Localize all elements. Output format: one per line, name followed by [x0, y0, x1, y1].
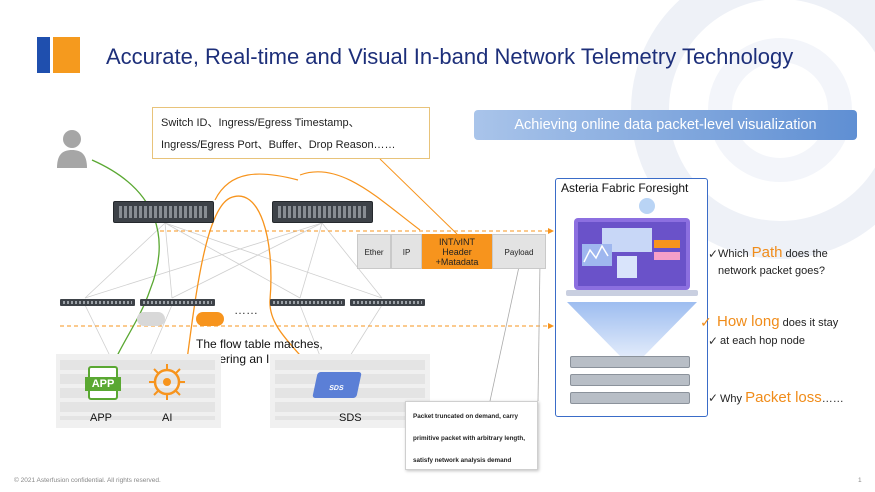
packet-payload: Payload [492, 234, 546, 269]
leaf-switch-1 [60, 299, 135, 306]
ai-chip-icon [149, 364, 185, 400]
footer-copyright: © 2021 Asterfusion confidential. All rig… [14, 477, 161, 484]
callout-line-1: Switch ID、Ingress/Egress Timestamp、 [161, 117, 360, 129]
spine-switch-2 [272, 201, 373, 223]
question-path: Which Path does the network packet goes? [718, 244, 828, 277]
user-icon [57, 130, 87, 168]
sds-label: SDS [339, 412, 362, 424]
monitor-dashboard-icon [566, 198, 698, 296]
visualization-banner: Achieving online data packet-level visua… [474, 110, 857, 140]
logo-block-blue [37, 37, 50, 73]
page-title: Accurate, Real-time and Visual In-band N… [106, 44, 794, 69]
toggle-off-icon [137, 312, 165, 326]
rack-stripes-left [60, 360, 215, 420]
app-label: APP [90, 412, 113, 424]
leaf-switch-3 [270, 299, 345, 306]
ellipsis-text: …… [234, 303, 258, 317]
foresight-panel-title: Asteria Fabric Foresight [561, 181, 689, 195]
check-icon-2: ✓ [700, 314, 712, 330]
check-icon-3: ✓ [708, 334, 719, 348]
truncation-note: Packet truncated on demand, carry primit… [405, 401, 538, 470]
server-unit-1 [570, 356, 690, 368]
packet-ether: Ether [357, 234, 391, 269]
spine-switch-1 [113, 201, 214, 223]
question-how-long: How long does it stay [717, 313, 839, 330]
logo-block-orange [53, 37, 80, 73]
sds-storage-icon: SDS [312, 372, 362, 398]
packet-ip: IP [391, 234, 422, 269]
ai-label: AI [162, 412, 173, 424]
leaf-switch-2 [140, 299, 215, 306]
app-icon: APP [85, 366, 121, 400]
leaf-switch-4 [350, 299, 425, 306]
projection-beam [567, 302, 697, 358]
toggle-on-icon [196, 312, 224, 326]
check-icon-1: ✓ [708, 247, 719, 261]
check-icon-4: ✓ [708, 391, 719, 405]
question-packet-loss: Why Packet loss…… [720, 389, 844, 406]
question-hop-node: at each hop node [720, 335, 806, 347]
server-unit-2 [570, 374, 690, 386]
page-number: 1 [858, 477, 862, 484]
server-unit-3 [570, 392, 690, 404]
telemetry-fields-callout: Switch ID、Ingress/Egress Timestamp、 Ingr… [152, 107, 430, 159]
packet-int-header: INT/vINT Header +Matadata [422, 234, 492, 269]
callout-line-2: Ingress/Egress Port、Buffer、Drop Reason…… [161, 139, 396, 151]
